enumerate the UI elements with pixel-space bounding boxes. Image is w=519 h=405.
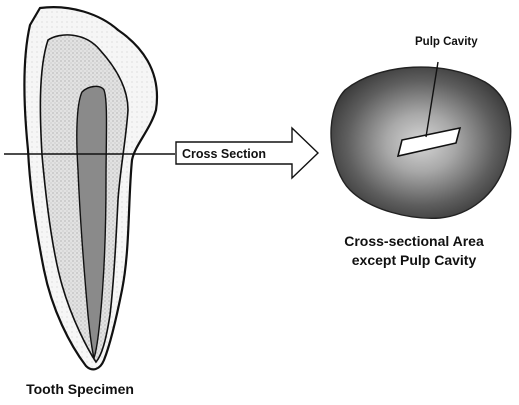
pulp-cavity-label: Pulp Cavity bbox=[415, 36, 478, 48]
cross-sectional-area: Pulp Cavity bbox=[331, 36, 511, 218]
tooth-specimen-label: Tooth Specimen bbox=[26, 381, 134, 397]
cross-section-arrow: Cross Section bbox=[176, 128, 318, 178]
tooth-specimen bbox=[25, 7, 158, 369]
area-caption-line1: Cross-sectional Area bbox=[344, 233, 484, 249]
cross-section-label: Cross Section bbox=[182, 147, 266, 161]
area-caption-line2: except Pulp Cavity bbox=[352, 252, 477, 268]
